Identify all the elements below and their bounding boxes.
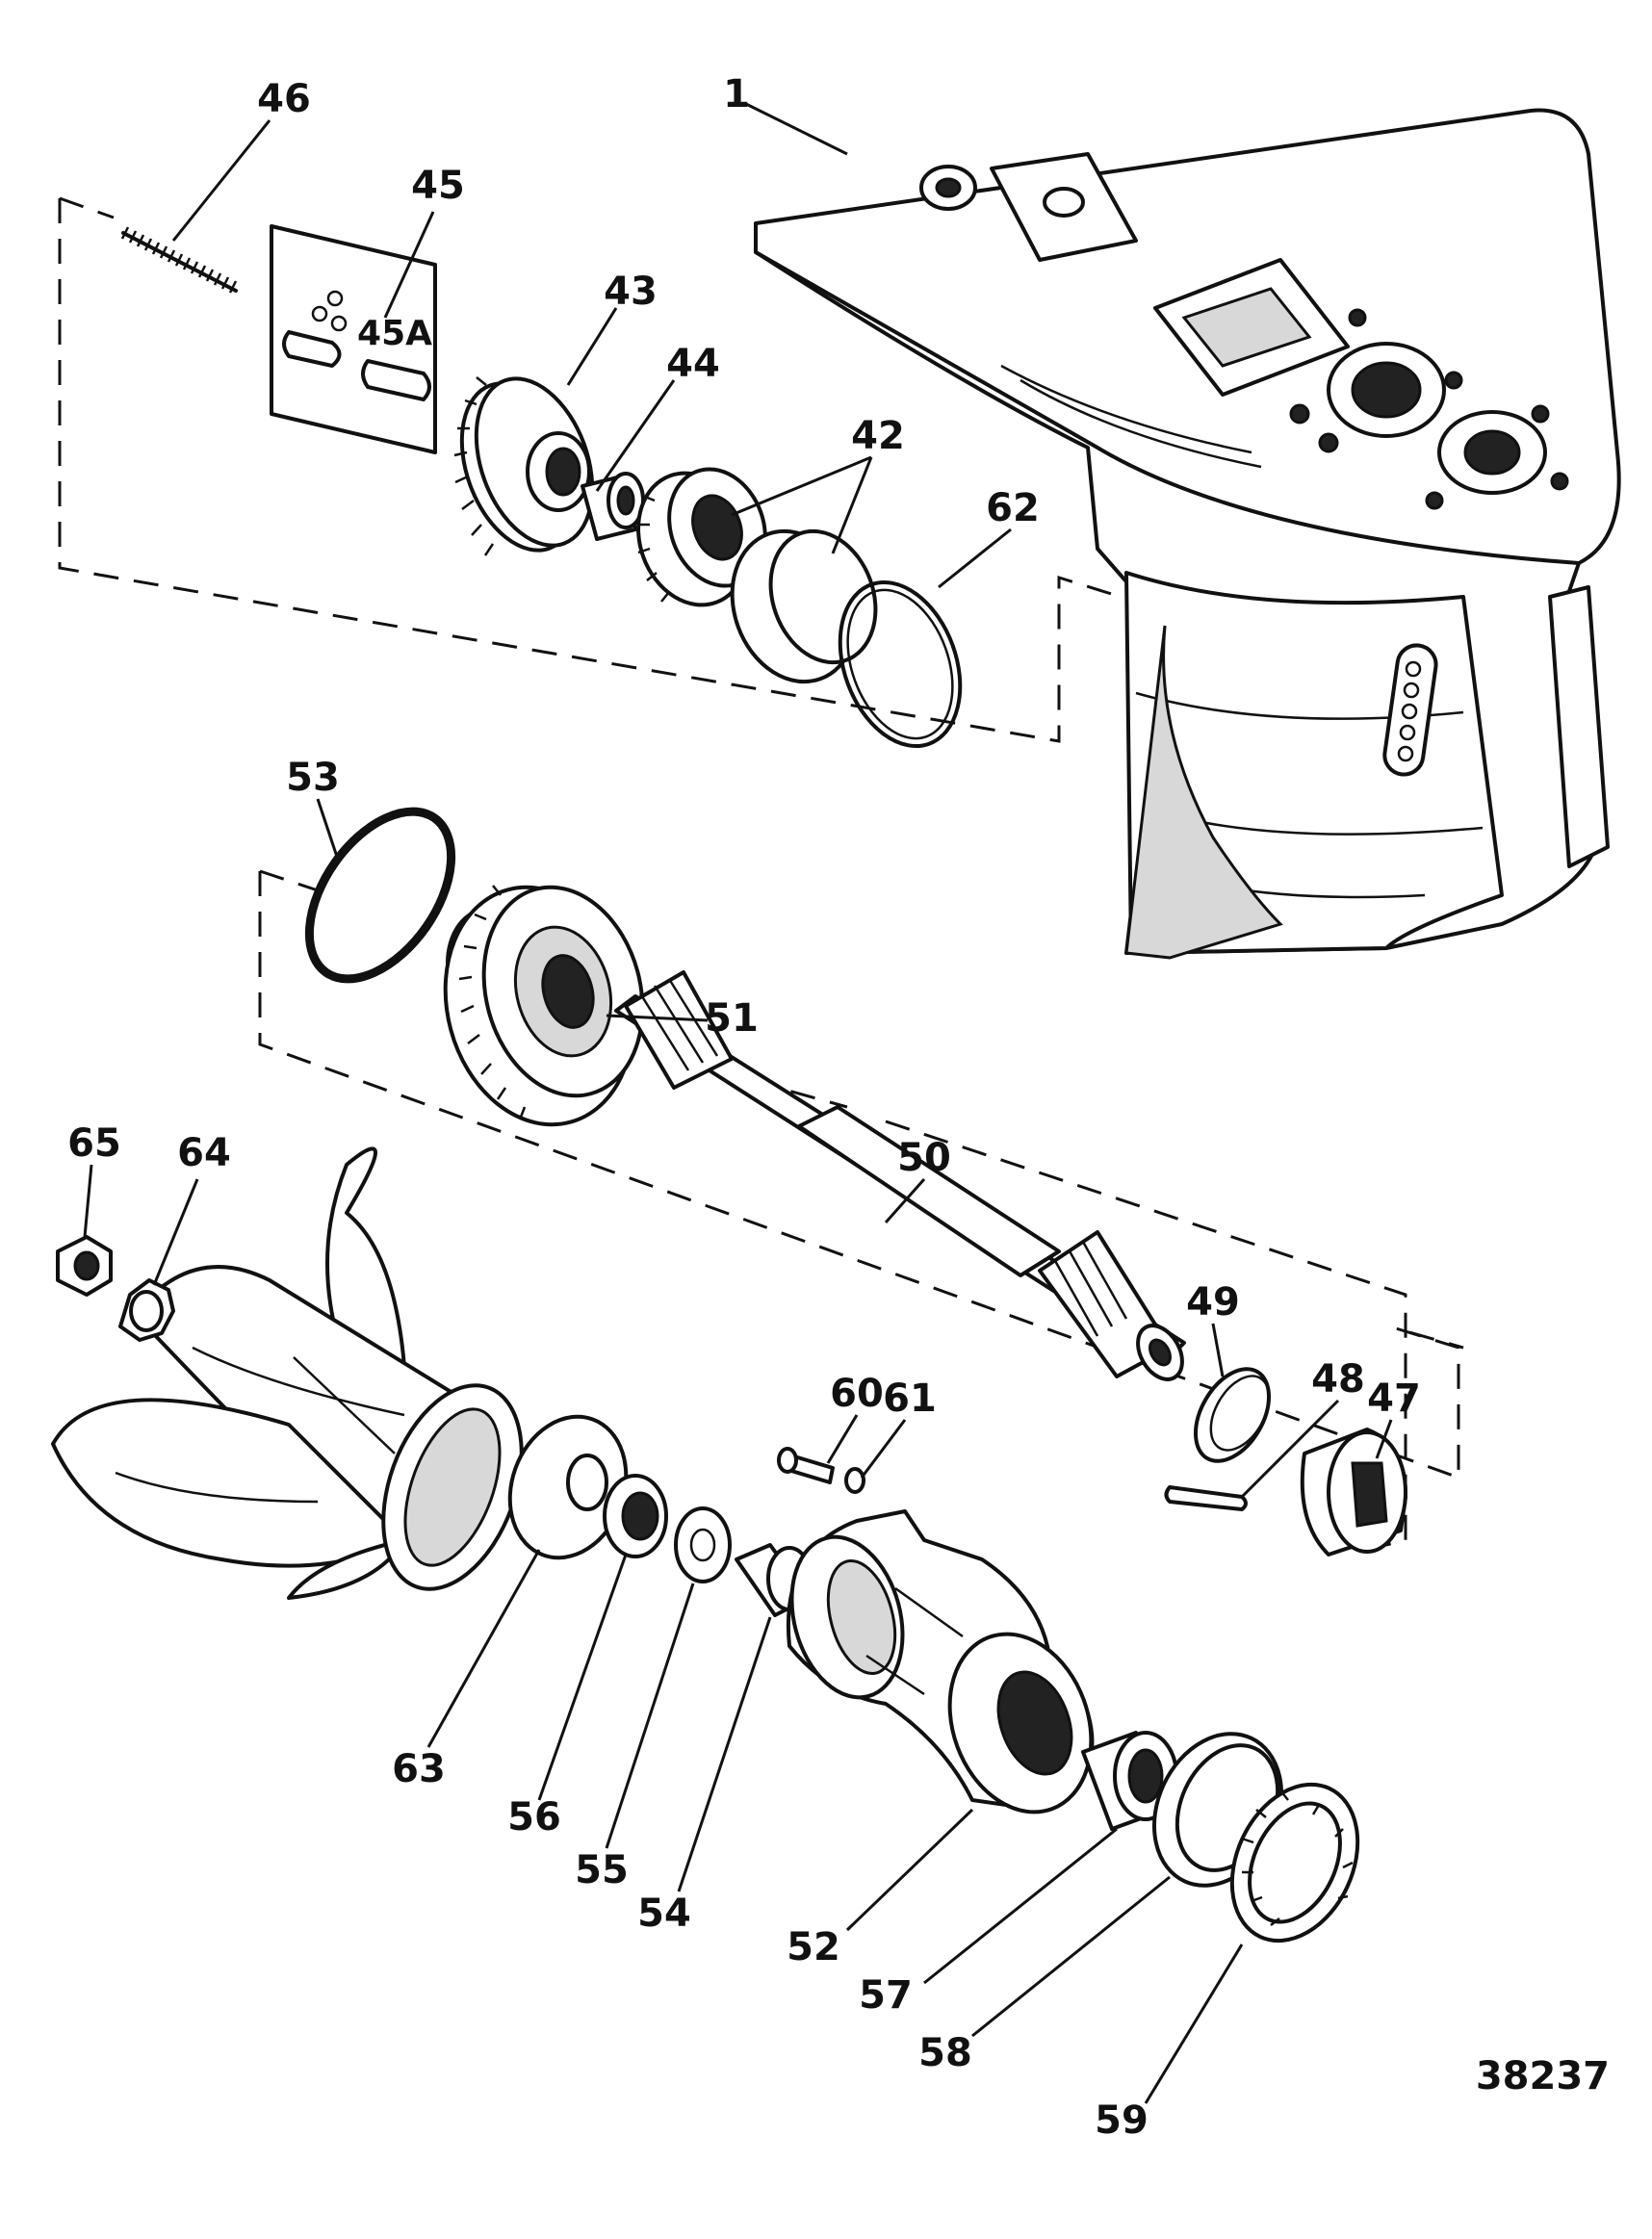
forward-gear	[443, 885, 645, 1127]
callout-58: 58	[918, 2031, 972, 2075]
callout-63: 63	[392, 1747, 446, 1791]
callout-54: 54	[637, 1892, 691, 1936]
o-ring-53	[304, 807, 456, 984]
needle-bearing	[581, 472, 645, 541]
thrust-washer	[507, 1414, 629, 1560]
clutch	[1300, 1428, 1407, 1557]
callout-65: 65	[67, 1121, 121, 1166]
callout-45: 45	[411, 164, 465, 208]
cross-pin	[1164, 1485, 1248, 1511]
callout-42: 42	[851, 414, 905, 458]
callout-57: 57	[859, 1973, 913, 2018]
thrust-bearing	[1229, 1782, 1360, 1943]
callout-44: 44	[666, 342, 720, 386]
callout-1: 1	[723, 72, 750, 116]
callout-45a: 45A	[357, 314, 432, 353]
callout-51: 51	[705, 996, 759, 1041]
callout-56: 56	[507, 1795, 561, 1840]
pinion-gear	[453, 376, 595, 556]
propeller	[51, 1146, 524, 1600]
callout-labels: 1 42 43 44 45 45A 46 47 48 49 50 51 52 5…	[67, 72, 1610, 2143]
callout-59: 59	[1095, 2098, 1149, 2143]
callout-50: 50	[897, 1136, 951, 1180]
gear-housing	[754, 108, 1621, 960]
propeller-nut	[56, 1235, 113, 1297]
callout-46: 46	[257, 77, 311, 121]
small-washer	[844, 1467, 865, 1494]
callout-49: 49	[1186, 1280, 1240, 1325]
callout-52: 52	[787, 1925, 840, 1969]
screw	[777, 1447, 835, 1484]
spring	[120, 226, 238, 294]
o-ring-62	[838, 579, 963, 749]
callout-53: 53	[286, 756, 340, 800]
tab-washer	[118, 1278, 175, 1342]
bearing-carrier	[786, 1509, 1095, 1814]
callout-61: 61	[883, 1377, 937, 1421]
callout-55: 55	[575, 1848, 629, 1892]
callout-47: 47	[1367, 1377, 1421, 1421]
kit-box	[270, 224, 437, 454]
washer	[674, 1506, 732, 1583]
oil-seal	[603, 1474, 668, 1558]
callout-43: 43	[604, 270, 658, 314]
callout-62: 62	[986, 486, 1040, 530]
drawing-number: 38237	[1476, 2054, 1610, 2098]
callout-48: 48	[1311, 1357, 1365, 1402]
propeller-shaft	[614, 970, 1186, 1381]
tapered-roller-bearing	[636, 467, 767, 607]
callout-60: 60	[830, 1372, 884, 1416]
leader-lines	[83, 102, 1393, 2104]
callout-64: 64	[177, 1131, 231, 1175]
thrust-ring	[1194, 1367, 1271, 1463]
